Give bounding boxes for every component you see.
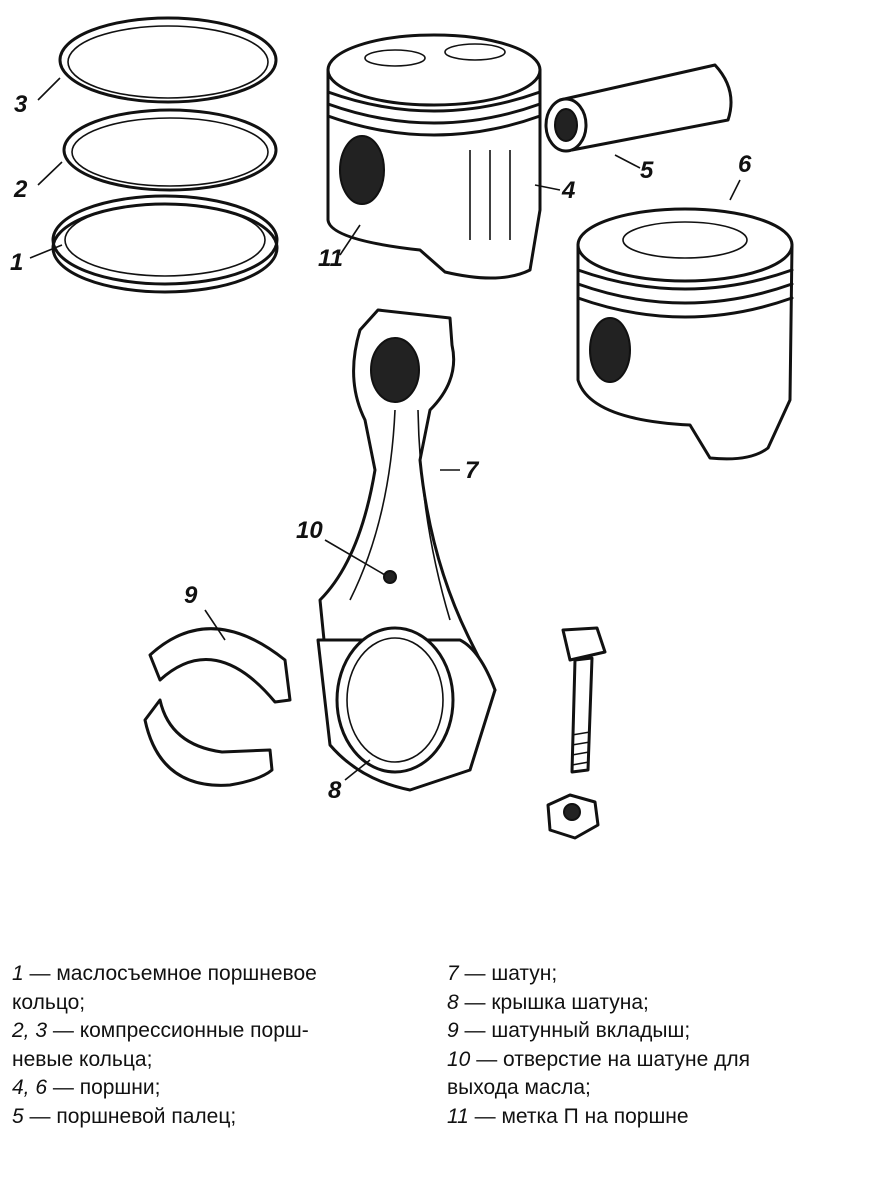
piston-6: [576, 207, 794, 461]
legend-number: 11: [447, 1104, 469, 1128]
compression-ring-2: [62, 108, 278, 192]
legend-left-column: 1 — маслосъемное поршневое кольцо; 2, 3 …: [12, 960, 422, 1131]
legend-text: — поршни;: [47, 1076, 161, 1099]
legend-number: 7: [447, 962, 459, 985]
bearing-shells-9: [143, 627, 292, 787]
legend-number: 10: [447, 1047, 471, 1071]
legend-item: 9 — шатунный вкладыш;: [447, 1017, 867, 1046]
legend-text: — отверстие на шатуне для: [470, 1047, 751, 1071]
legend-number: 2, 3: [12, 1019, 48, 1042]
legend-number: 8: [447, 990, 459, 1014]
legend-item: 1 — маслосъемное поршневое: [12, 960, 422, 989]
callout-2: 2: [13, 176, 28, 203]
legend-number: 4, 6: [12, 1076, 48, 1099]
callout-11: 11: [318, 245, 343, 272]
legend-text: — компрессионные порш-: [47, 1019, 309, 1042]
connecting-rod-7: [318, 308, 497, 702]
piston-4: [326, 33, 542, 280]
legend-item: кольцо;: [12, 989, 422, 1018]
legend-text: — метка П на поршне: [468, 1104, 689, 1128]
callout-6: 6: [738, 151, 752, 178]
legend-text: — шатун;: [458, 962, 558, 985]
legend-item: 5 — поршневой палец;: [12, 1103, 422, 1132]
legend-item: 7 — шатун;: [447, 960, 867, 989]
callout-3: 3: [14, 91, 28, 118]
legend-text: выхода масла;: [447, 1076, 591, 1099]
callout-8: 8: [328, 777, 342, 804]
legend-text: кольцо;: [12, 990, 86, 1014]
legend-item: выхода масла;: [447, 1074, 867, 1103]
legend-text: — шатунный вкладыш;: [458, 1019, 691, 1042]
callout-4: 4: [561, 177, 575, 204]
legend-text: — крышка шатуна;: [458, 990, 649, 1014]
legend-text: — маслосъемное поршневое: [23, 962, 317, 985]
legend-text: невые кольца;: [12, 1047, 153, 1071]
legend-item: 10 — отверстие на шатуне для: [447, 1046, 867, 1075]
legend-item: 11 — метка П на поршне: [447, 1103, 867, 1132]
legend-item: невые кольца;: [12, 1046, 422, 1075]
connecting-rod-cap-8: [316, 626, 497, 792]
callout-9: 9: [184, 582, 198, 609]
connecting-rod-nut: [546, 793, 600, 840]
callout-1: 1: [10, 249, 23, 276]
legend-number: 1: [12, 962, 24, 985]
piston-pin-5: [544, 63, 733, 153]
legend-right-column: 7 — шатун; 8 — крышка шатуна; 9 — шатунн…: [447, 960, 867, 1131]
piston-connecting-rod-exploded-diagram: 3 2 1 11 4 5 6 7 10 9 8: [10, 16, 794, 840]
legend-number: 9: [447, 1019, 459, 1042]
connecting-rod-bolt: [561, 626, 607, 774]
legend-text: — поршневой палец;: [23, 1104, 237, 1128]
oil-control-ring-1: [51, 194, 279, 294]
compression-ring-3: [58, 16, 278, 104]
callout-5: 5: [640, 157, 654, 184]
legend-item: 2, 3 — компрессионные порш-: [12, 1017, 422, 1046]
callout-10: 10: [296, 517, 323, 544]
callout-7: 7: [465, 457, 480, 484]
legend-number: 5: [12, 1104, 24, 1128]
legend-item: 8 — крышка шатуна;: [447, 989, 867, 1018]
legend-item: 4, 6 — поршни;: [12, 1074, 422, 1103]
